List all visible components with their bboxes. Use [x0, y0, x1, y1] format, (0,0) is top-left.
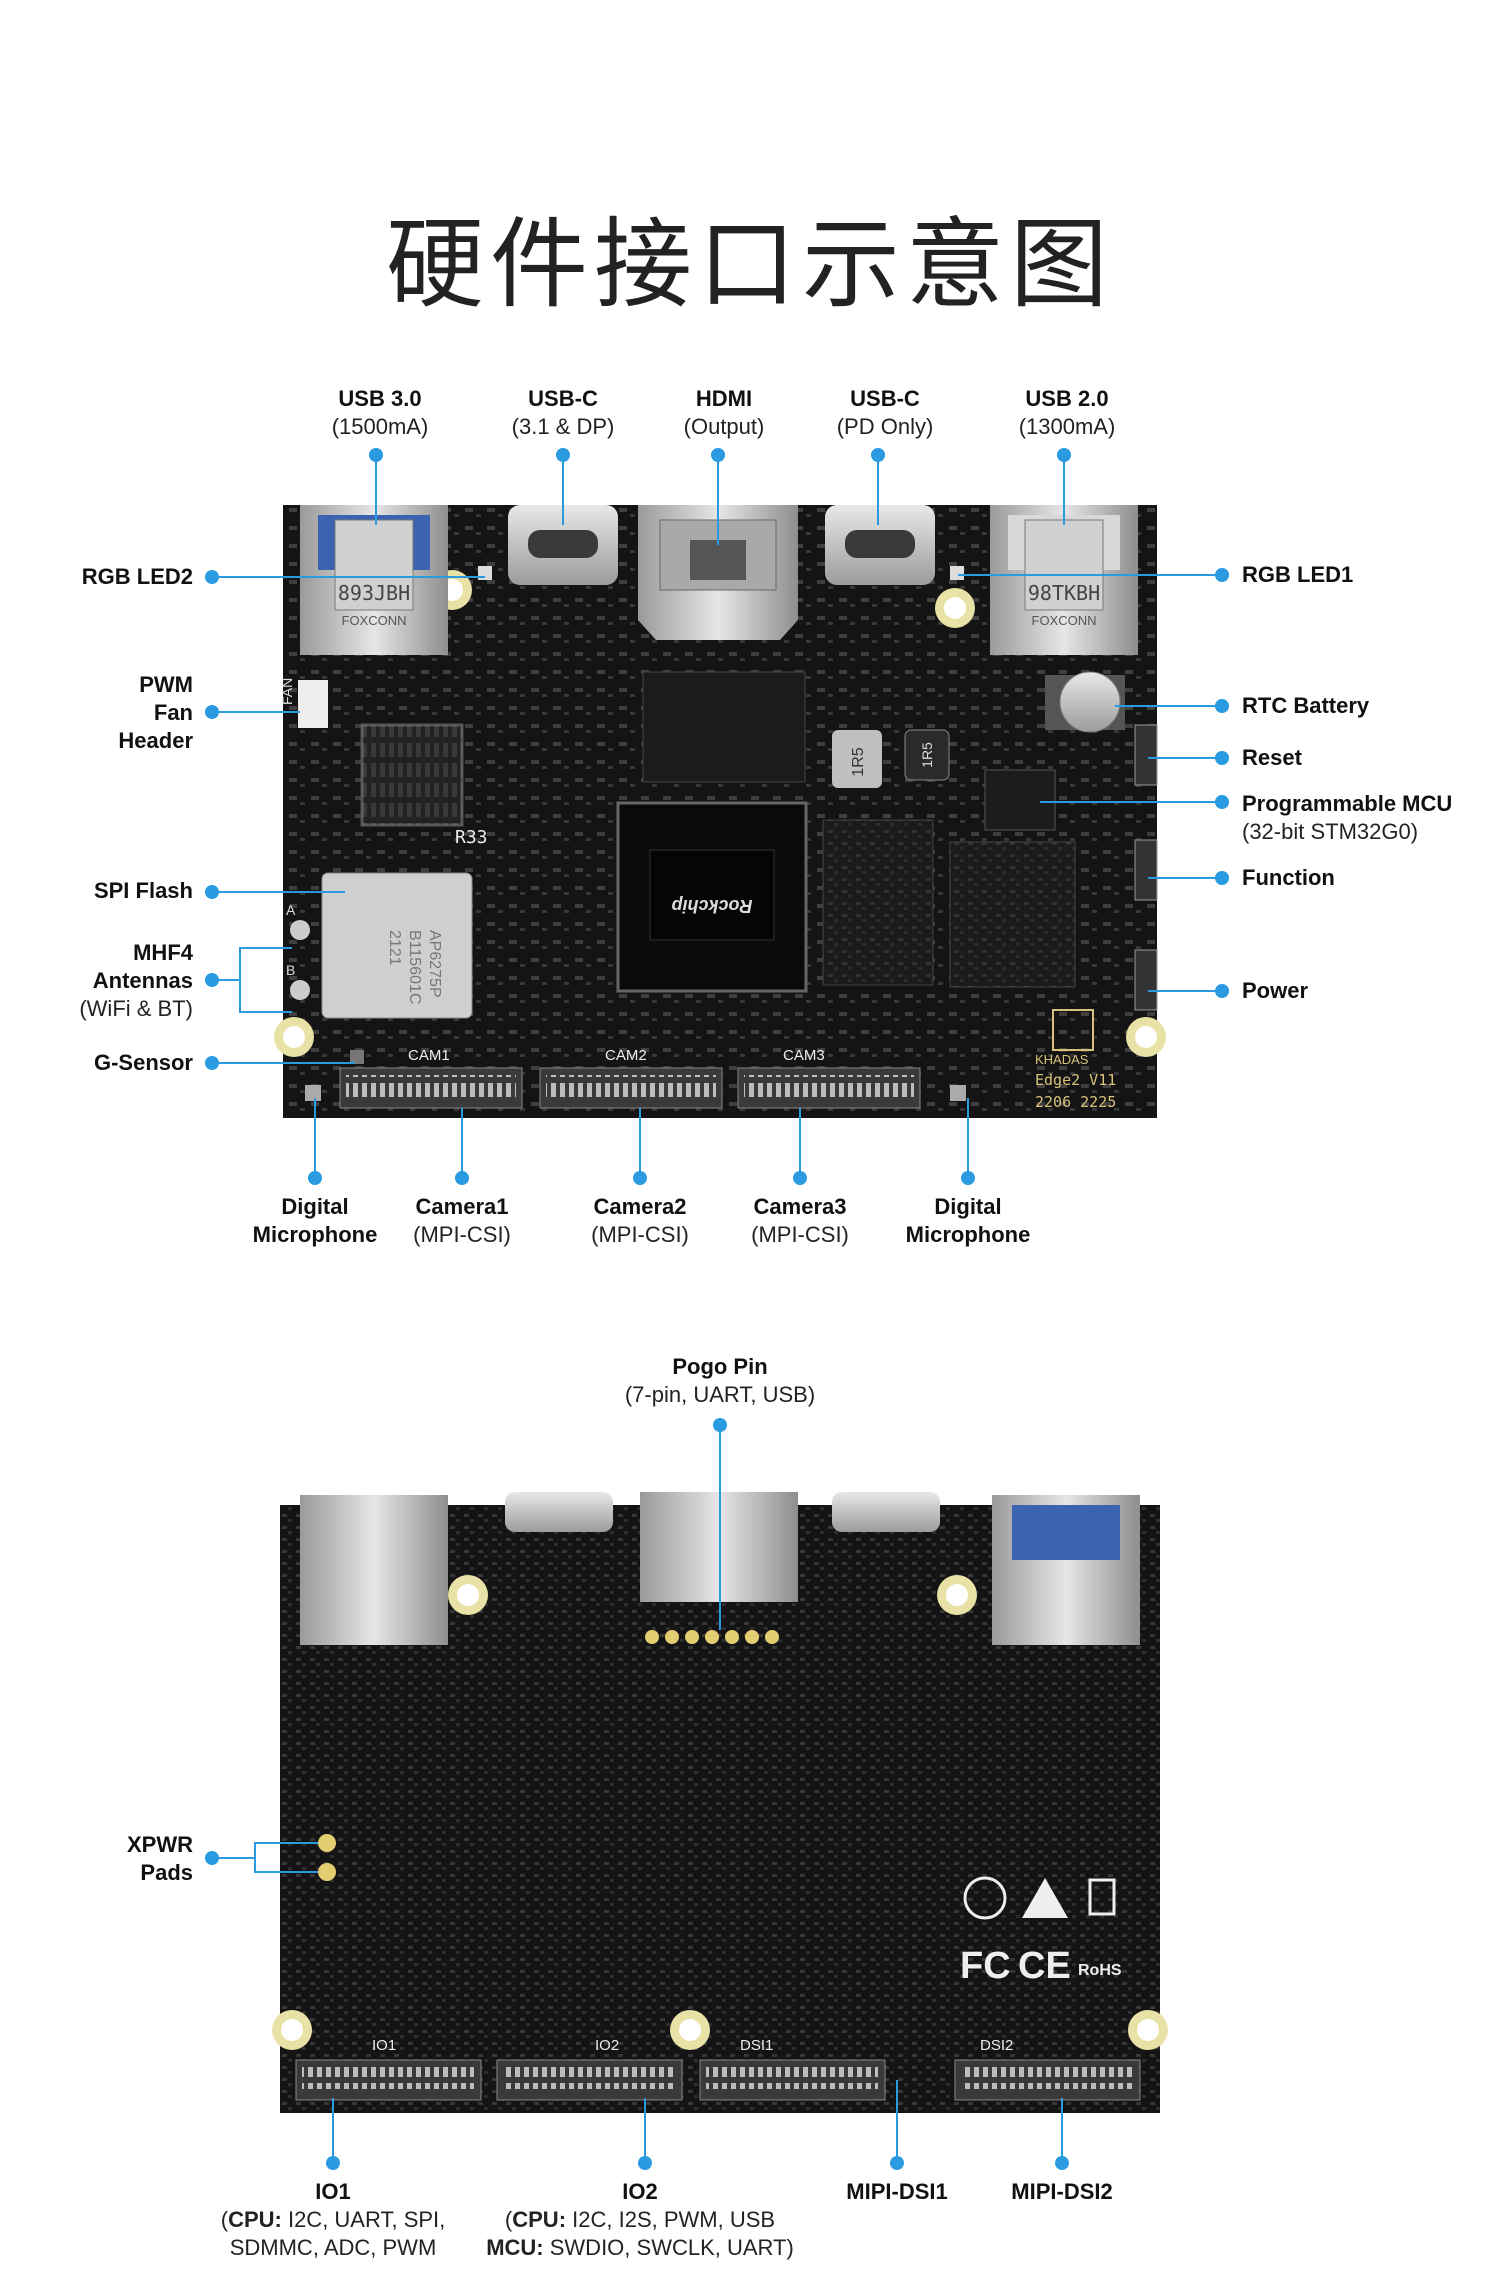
antenna-b: [290, 980, 310, 1000]
label-usbc-dp: USB-C(3.1 & DP): [511, 386, 615, 439]
page-title: 硬件接口示意图: [385, 208, 1114, 322]
fan-silkscreen: FAN: [279, 678, 295, 705]
antenna-b-label: B: [286, 962, 295, 978]
weee-icon: [1088, 1878, 1116, 1916]
cam3-silkscreen: CAM3: [783, 1047, 825, 1064]
label-hdmi: HDMI(Output): [683, 386, 765, 439]
digital-mic-left: [305, 1085, 321, 1101]
rgb-led1: [950, 566, 964, 580]
label-camera1: Camera1(MPI-CSI): [413, 1194, 511, 1247]
mcu-chip: [984, 769, 1056, 831]
label-io1: IO1 (CPU: I2C, UART, SPI, SDMMC, ADC, PW…: [220, 2179, 446, 2260]
pogo-pins: [645, 1630, 779, 1644]
io1-silkscreen: IO1: [372, 2037, 396, 2054]
usb2-port: 98TKBH FOXCONN: [990, 505, 1138, 655]
top-board: 893JBH FOXCONN 98TKBH FOXCONN: [274, 505, 1166, 1118]
label-usb3: USB 3.0(1500mA): [331, 386, 429, 439]
pb-free-icon: [963, 1876, 1007, 1920]
brand-silkscreen: KHADAS: [1035, 1052, 1089, 1067]
foxconn-left-mark: FOXCONN: [342, 613, 407, 628]
antenna-a-label: A: [286, 902, 296, 918]
label-rtc-battery: RTC Battery: [1242, 693, 1370, 718]
g-sensor-chip: [350, 1050, 364, 1064]
module-text-2: B115601C: [406, 930, 423, 1004]
label-rgb-led2: RGB LED2: [81, 564, 193, 589]
cam2-connector: CAM2: [539, 1047, 723, 1109]
inductor-1-label: 1R5: [850, 747, 867, 776]
label-reset: Reset: [1242, 745, 1302, 770]
label-programmable-mcu: Programmable MCU(32-bit STM32G0): [1242, 791, 1453, 844]
io2-silkscreen: IO2: [595, 2037, 619, 2054]
date-silkscreen: 2206 2225: [1035, 1093, 1116, 1111]
module-text-1: AP6275P: [426, 930, 443, 998]
label-rgb-led1: RGB LED1: [1242, 562, 1354, 587]
xpwr-pad-2: [318, 1863, 336, 1881]
label-camera2: Camera2(MPI-CSI): [591, 1194, 689, 1247]
xpwr-pad-1: [318, 1834, 336, 1852]
label-camera3: Camera3(MPI-CSI): [751, 1194, 849, 1247]
module-text-3: 2121: [386, 930, 403, 966]
cam2-silkscreen: CAM2: [605, 1047, 647, 1064]
inductor-2-label: 1R5: [919, 742, 935, 768]
power-button: [1134, 949, 1158, 1011]
function-button: [1134, 839, 1158, 901]
io1-connector: IO1: [295, 2037, 482, 2101]
fan-header: FAN: [279, 678, 328, 728]
khadas-logo-box: [1052, 1009, 1094, 1051]
inductor-2: [904, 729, 950, 781]
rohs-mark: RoHS: [1078, 1962, 1122, 1979]
usbc-pd-port: [825, 505, 935, 585]
usbc-dp-port: [508, 505, 618, 585]
back-usb-left: [300, 1495, 448, 1645]
usb3-port: 893JBH FOXCONN: [300, 505, 448, 655]
rtc-battery: [1045, 671, 1125, 733]
memory-chip-1: [642, 671, 806, 783]
back-usbc-1: [505, 1492, 613, 1532]
fc-mark: FC: [960, 1945, 1011, 1987]
digital-mic-right: [950, 1085, 966, 1101]
ce-mark: CE: [1018, 1945, 1071, 1987]
usb-right-mark: 98TKBH: [1028, 581, 1100, 605]
cam1-connector: CAM1: [339, 1047, 523, 1109]
usb-left-mark: 893JBH: [338, 581, 410, 605]
reset-button: [1134, 724, 1158, 786]
label-function: Function: [1242, 865, 1335, 890]
label-g-sensor: G-Sensor: [93, 1050, 193, 1075]
r33-silkscreen: R33: [455, 827, 488, 848]
top-board-leaders: [205, 448, 1229, 1185]
label-io2: IO2 (CPU: I2C, I2S, PWM, USB MCU: SWDIO,…: [486, 2179, 794, 2260]
cam1-silkscreen: CAM1: [408, 1047, 450, 1064]
dsi2-silkscreen: DSI2: [980, 2037, 1013, 2054]
label-mipi-dsi2: MIPI-DSI2: [1011, 2179, 1113, 2204]
rockchip-logo: Rockchip: [671, 896, 752, 916]
inductor-1: [832, 730, 882, 788]
label-mipi-dsi1: MIPI-DSI1: [846, 2179, 948, 2204]
label-usb2: USB 2.0(1300mA): [1018, 386, 1116, 439]
back-usbc-2: [832, 1492, 940, 1532]
label-spi-flash: SPI Flash: [93, 878, 193, 903]
wifi-module: AP6275P B115601C 2121: [321, 872, 473, 1019]
label-usbc-pd: USB-C(PD Only): [836, 386, 934, 439]
antenna-a: [290, 920, 310, 940]
io2-connector: IO2: [496, 2037, 683, 2101]
hdmi-port: [638, 505, 798, 640]
dsi1-connector: DSI1: [699, 2037, 886, 2101]
dsi2-connector: DSI2: [954, 2037, 1141, 2101]
cam3-connector: CAM3: [737, 1047, 921, 1109]
esd-icon: [1022, 1878, 1068, 1918]
dsi1-silkscreen: DSI1: [740, 2037, 773, 2054]
label-pogo-pin: Pogo Pin(7-pin, UART, USB): [624, 1354, 816, 1407]
bottom-board-leaders: [205, 1418, 1069, 2170]
foxconn-right-mark: FOXCONN: [1032, 613, 1097, 628]
model-silkscreen: Edge2 V11: [1035, 1071, 1116, 1089]
soc-chip: Rockchip: [616, 801, 808, 993]
label-power: Power: [1242, 978, 1309, 1003]
bottom-board: FC CE RoHS IO1 IO2 DSI1 DSI2: [272, 1492, 1168, 2113]
